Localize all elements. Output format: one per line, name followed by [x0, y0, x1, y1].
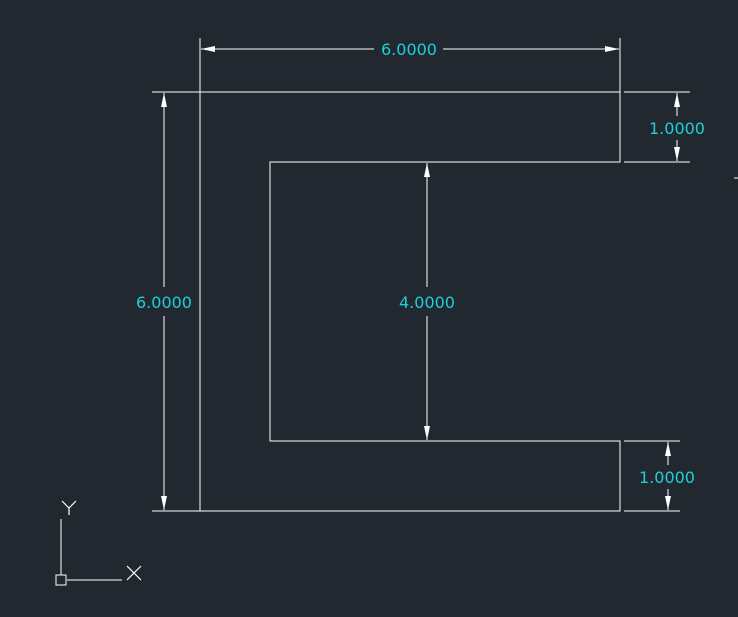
arrowhead-top	[424, 163, 430, 177]
dimension-text-inner-height: 4.0000	[399, 293, 455, 312]
arrowhead-right	[605, 46, 619, 52]
dimension-text-bottom-flange: 1.0000	[639, 468, 695, 487]
arrowhead-top	[665, 442, 671, 456]
dimension-text-overall-height: 6.0000	[136, 293, 192, 312]
ucs-y-label: Y	[61, 500, 77, 515]
dimension-text-overall-width: 6.0000	[381, 40, 437, 59]
arrowhead-bottom	[674, 147, 680, 161]
arrowhead-bottom	[665, 496, 671, 510]
dimension-overall-height[interactable]: 6.0000	[136, 91, 200, 512]
dimension-text-top-flange: 1.0000	[649, 119, 705, 138]
arrowhead-bottom	[161, 496, 167, 510]
arrowhead-bottom	[424, 426, 430, 440]
dimension-top-flange[interactable]: 1.0000	[624, 91, 738, 179]
dimension-inner-height[interactable]: 4.0000	[399, 163, 455, 440]
dimension-bottom-flange[interactable]: 1.0000	[624, 440, 695, 512]
arrowhead-left	[201, 46, 215, 52]
ucs-origin-square	[55, 574, 67, 586]
arrowhead-top	[161, 93, 167, 107]
ucs-x-label: X	[126, 565, 142, 581]
dimension-overall-width[interactable]: 6.0000	[199, 38, 621, 92]
c-profile-outline[interactable]	[199, 91, 621, 512]
ucs-icon[interactable]: Y X	[55, 500, 142, 586]
arrowhead-top	[674, 93, 680, 107]
